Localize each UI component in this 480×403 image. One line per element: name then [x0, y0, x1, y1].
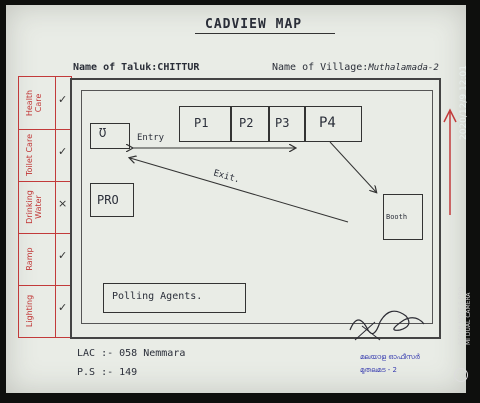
polling-station-p3: P3	[268, 106, 306, 142]
village-field: Name of Village:Muthalamada-2	[272, 62, 439, 73]
legend-row: Health Care ✓	[19, 77, 71, 130]
check-icon: ✓	[58, 145, 68, 158]
check-icon: ✓	[58, 301, 68, 314]
building-outline	[70, 78, 441, 339]
taluk-value: CHITTUR	[157, 62, 200, 73]
legend-row: Toilet Care ✓	[19, 129, 71, 182]
title-underline	[195, 33, 335, 34]
entry-door-box: Ʊ	[90, 123, 130, 149]
station-label: P1	[194, 116, 209, 130]
camera-lens-icon	[454, 368, 468, 382]
polling-station-p2: P2	[230, 106, 270, 142]
polling-station-p4: P4	[304, 106, 362, 142]
booth-box: Booth	[383, 194, 423, 240]
entry-door-mark: Ʊ	[99, 126, 107, 140]
polling-station-number: P.S :- 149	[77, 367, 138, 378]
taluk-label: Name of Taluk:	[73, 62, 158, 73]
signature-note-line1: മലയാള ഓഫീസർ	[360, 353, 420, 361]
cross-icon: ×	[58, 197, 68, 210]
station-label: P4	[319, 115, 336, 131]
page-title: CADVIEW MAP	[205, 17, 303, 32]
pro-desk-box: PRO	[90, 183, 134, 217]
check-icon: ✓	[58, 249, 68, 262]
agents-label: Polling Agents.	[112, 291, 203, 302]
exit-arrow	[130, 158, 349, 223]
lac-text: LAC :- 058 Nemmara	[77, 348, 186, 359]
camera-date-stamp: 2020/12/9 12:01	[459, 65, 469, 140]
map-sheet	[6, 5, 466, 393]
booth-label: Booth	[386, 213, 408, 221]
legend-row: Ramp ✓	[19, 233, 71, 286]
camera-model-stamp: REDMI NOTE 5 PRO MI DUAL CAMERA	[458, 286, 472, 345]
polling-station-p1: P1	[179, 106, 232, 142]
station-label: P3	[275, 116, 290, 130]
village-value: Muthalamada-2	[368, 63, 439, 73]
check-icon: ✓	[58, 93, 68, 106]
taluk-field: Name of Taluk:CHITTUR	[73, 62, 199, 73]
entry-label: Entry	[137, 133, 165, 143]
village-label: Name of Village:	[272, 62, 369, 73]
legend-row: Drinking Water ×	[19, 181, 71, 234]
booth-arrow	[329, 141, 376, 192]
legend-row: Lighting ✓	[19, 285, 71, 337]
pro-label: PRO	[97, 193, 119, 207]
signature-scribble	[349, 310, 425, 335]
station-label: P2	[239, 116, 254, 130]
signature-note-line2: മുതലമട - 2	[360, 366, 398, 374]
room-outline	[81, 90, 433, 324]
polling-agents-box: Polling Agents.	[103, 283, 246, 313]
